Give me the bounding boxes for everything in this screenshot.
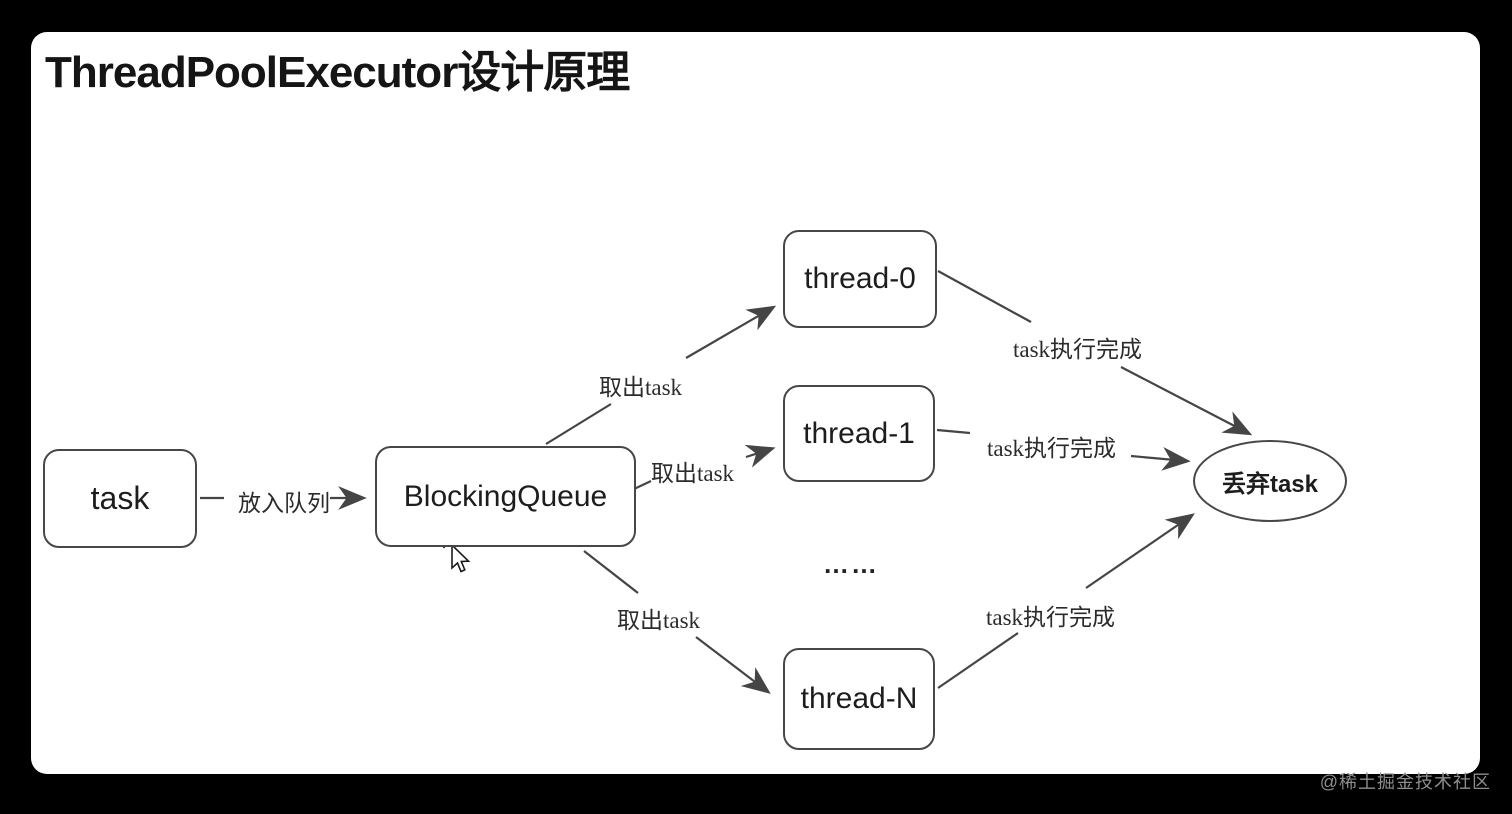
slide-panel	[31, 32, 1480, 774]
node-thread-n-label: thread-N	[800, 682, 918, 715]
node-thread-0: thread-0	[783, 230, 937, 328]
node-task-label: task	[90, 480, 150, 516]
edge-label-put-queue: 放入队列	[238, 491, 330, 516]
edge-label-done-n: task执行完成	[986, 605, 1116, 630]
node-discard-task: 丢弃task	[1193, 440, 1347, 522]
edge-label-get-task-1: 取出task	[651, 461, 735, 486]
node-thread-1: thread-1	[783, 385, 935, 482]
page-title: ThreadPoolExecutor设计原理	[45, 48, 630, 97]
node-task: task	[43, 449, 197, 548]
node-thread-n: thread-N	[783, 648, 935, 750]
node-blocking-queue: BlockingQueue	[375, 446, 636, 547]
node-blocking-queue-label: BlockingQueue	[403, 479, 608, 513]
edge-label-get-task-0: 取出task	[599, 375, 683, 400]
more-threads-ellipsis: ……	[823, 549, 879, 579]
watermark: @稀土掘金技术社区	[1319, 772, 1491, 792]
edge-label-get-task-n: 取出task	[617, 608, 701, 633]
edge-label-done-1: task执行完成	[987, 436, 1117, 461]
node-thread-1-label: thread-1	[803, 416, 915, 450]
node-thread-0-label: thread-0	[804, 262, 916, 295]
node-discard-task-label: 丢弃task	[1221, 470, 1319, 498]
edge-label-done-0: task执行完成	[1013, 337, 1143, 362]
